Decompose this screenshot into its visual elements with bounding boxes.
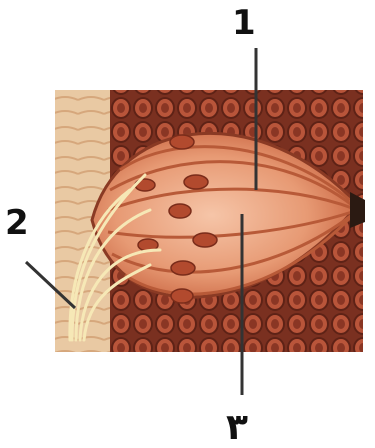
label-1: 1	[232, 6, 256, 40]
label-2: 2	[5, 206, 29, 240]
label-3: ٣	[226, 410, 248, 446]
